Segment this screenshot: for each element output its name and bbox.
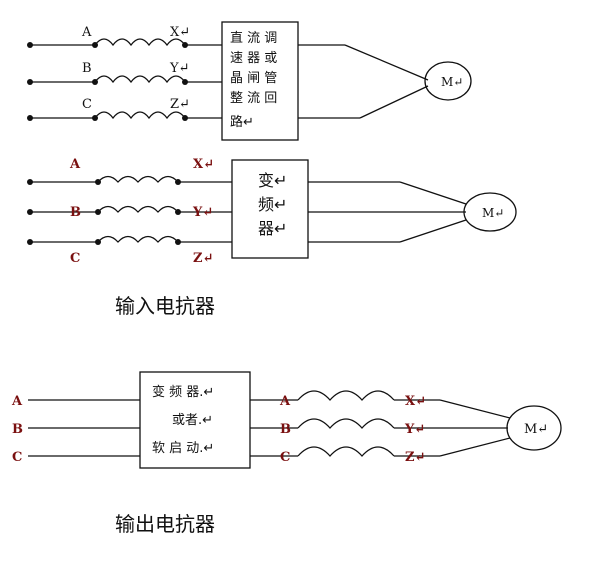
box-text-line: 或者.↵	[172, 413, 213, 428]
coil-phase-label: C	[280, 450, 290, 465]
phase-label: A	[81, 25, 92, 40]
reactor-coil	[297, 418, 395, 429]
box-text-line: 路↵	[230, 114, 254, 130]
phase-label: B	[12, 422, 23, 437]
reactor-coil	[297, 390, 395, 401]
phase-label: B	[82, 61, 92, 76]
phase-label: A	[69, 157, 81, 172]
motor-label: M↵	[441, 75, 463, 89]
diagram-dc-drive	[30, 21, 472, 141]
diagram-input-reactor	[30, 159, 517, 259]
phase-label: B	[70, 205, 81, 220]
phase-label: C	[12, 450, 22, 465]
motor-label: M↵	[524, 422, 548, 437]
motor-circle	[463, 192, 517, 232]
output-label: Z↵	[170, 97, 190, 112]
box-text-line: 软 启 动.↵	[152, 441, 214, 456]
reactor-coil	[97, 205, 179, 213]
reactor-coil	[97, 235, 179, 243]
output-label: Y↵	[192, 205, 213, 220]
reactor-coil	[94, 38, 186, 47]
box-text-line: 晶 闸 管	[230, 71, 277, 86]
coil-phase-label: A	[279, 394, 291, 409]
reactor-coil	[94, 111, 186, 120]
box-text-line: 直 流 调	[230, 31, 277, 46]
vfd-softstart-box	[139, 371, 251, 469]
phase-label: A	[11, 394, 23, 409]
box-text-line: 器↵	[258, 219, 287, 238]
reactor-coil	[97, 175, 179, 183]
output-label: Z↵	[405, 450, 425, 465]
coil-phase-label: B	[280, 422, 291, 437]
phase-label: C	[82, 97, 92, 112]
output-label: X↵	[193, 157, 214, 172]
box-text-line: 速 器 或	[230, 51, 277, 66]
output-reactor-caption: 输出电抗器	[115, 512, 215, 536]
phase-label: C	[70, 251, 80, 266]
input-reactor-caption: 输入电抗器	[115, 294, 215, 318]
reactor-coil	[297, 446, 395, 457]
box-text-line: 整 流 回	[230, 91, 277, 106]
output-label: X↵	[405, 394, 426, 409]
motor-circle	[424, 61, 472, 101]
diagram-output-reactor	[28, 371, 562, 469]
box-text-line: 变↵	[258, 171, 287, 190]
output-label: Y↵	[169, 61, 189, 76]
reactor-coil	[94, 75, 186, 84]
output-label: X↵	[170, 25, 190, 40]
box-text-line: 变 频 器.↵	[152, 384, 214, 400]
motor-circle	[506, 405, 562, 451]
dc-drive-box	[221, 21, 299, 141]
output-label: Y↵	[404, 422, 425, 437]
box-text-line: 频↵	[258, 195, 287, 214]
output-label: Z↵	[193, 251, 213, 266]
motor-label: M↵	[482, 206, 504, 220]
vfd-box	[231, 159, 309, 259]
